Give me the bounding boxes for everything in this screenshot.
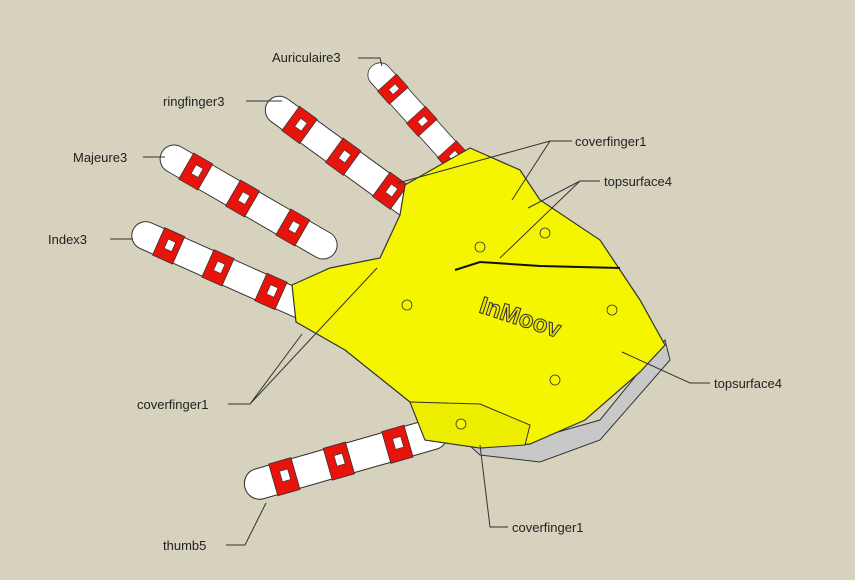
label-coverfinger1-bottom: coverfinger1 xyxy=(512,520,584,535)
label-index3: Index3 xyxy=(48,232,88,247)
label-coverfinger1-left: coverfinger1 xyxy=(137,397,209,412)
label-auriculaire3: Auriculaire3 xyxy=(272,50,341,65)
label-majeure3: Majeure3 xyxy=(73,150,128,165)
leader-lines xyxy=(110,57,710,546)
label-topsurface4-top: topsurface4 xyxy=(604,174,672,189)
label-thumb5: thumb5 xyxy=(163,538,207,553)
label-ringfinger3: ringfinger3 xyxy=(163,94,225,109)
label-coverfinger1-top: coverfinger1 xyxy=(575,134,647,149)
coverfinger1-thumb xyxy=(409,401,531,449)
topsurface4-cover xyxy=(291,147,666,449)
label-topsurface4-right: topsurface4 xyxy=(714,376,782,391)
